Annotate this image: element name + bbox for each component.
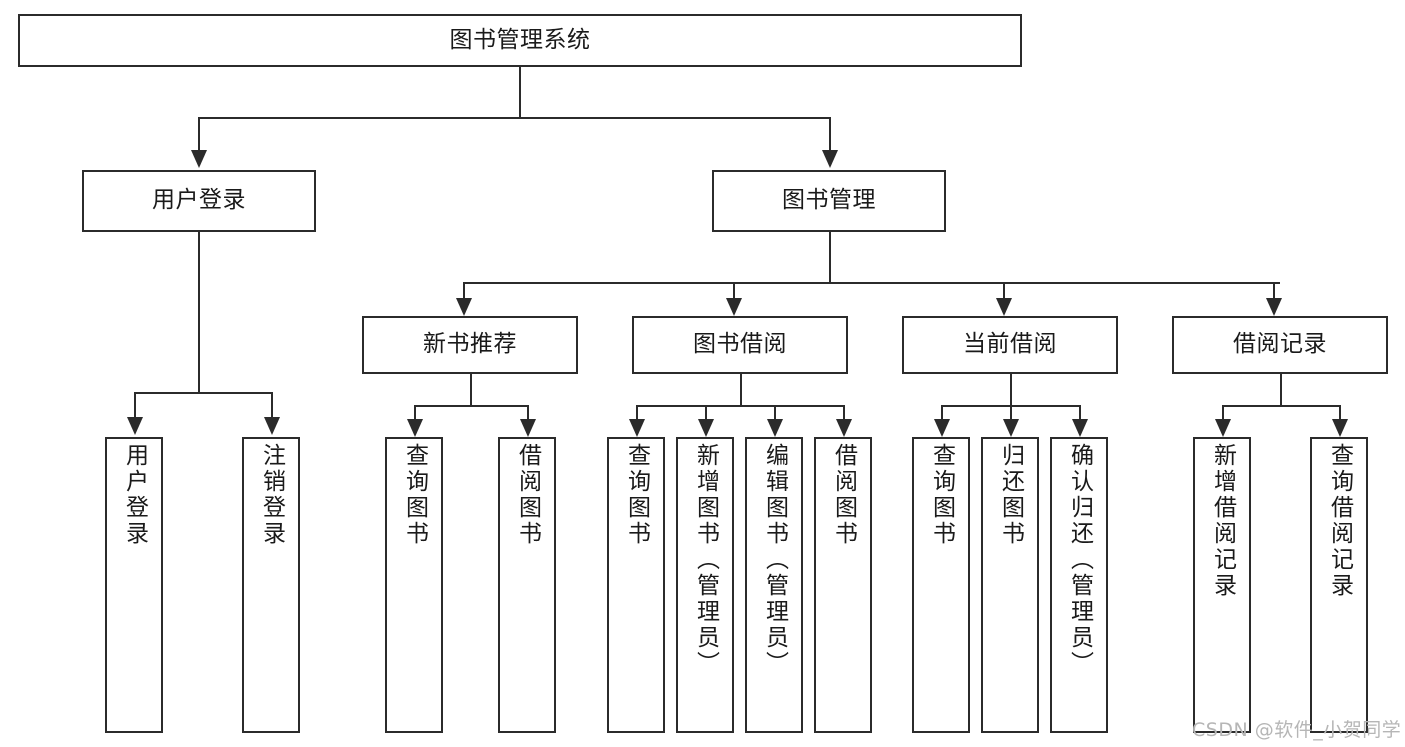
node-label: 查询图书 (928, 443, 955, 547)
node-label: 新书推荐 (423, 331, 517, 358)
leaf-query-books-current[interactable]: 查询图书 (912, 437, 970, 733)
arrow-icon-bm-current-borrow (996, 298, 1012, 316)
arrow-icon-root-to-book-management (822, 150, 838, 168)
edge-bm-to-new-book-rec (463, 282, 465, 298)
node-label: 查询借阅记录 (1326, 443, 1353, 599)
edge-book-borrow-bus (636, 405, 845, 407)
arrow-icon-bm-book-borrow (726, 298, 742, 316)
edge-root-to-user-login (198, 117, 200, 150)
edge-bb-leaf-2 (705, 405, 707, 419)
node-label: 查询图书 (401, 443, 428, 547)
edge-bm-to-borrow-record (1273, 282, 1275, 298)
node-user-login[interactable]: 用户登录 (82, 170, 316, 232)
node-label: 新增图书（管理员） (692, 443, 719, 677)
edge-bm-to-book-borrow (733, 282, 735, 298)
leaf-logout[interactable]: 注销登录 (242, 437, 300, 733)
node-label: 注销登录 (258, 443, 285, 547)
edge-book-management-bus (463, 282, 1280, 284)
arrow-icon-bb-leaf-1 (629, 419, 645, 437)
node-borrow-record[interactable]: 借阅记录 (1172, 316, 1388, 374)
node-label: 归还图书 (997, 443, 1024, 547)
edge-root-to-book-management (829, 117, 831, 150)
edge-borrow-record-bus (1222, 405, 1340, 407)
arrow-icon-br-leaf-2 (1332, 419, 1348, 437)
leaf-query-borrow-record[interactable]: 查询借阅记录 (1310, 437, 1368, 733)
node-book-management[interactable]: 图书管理 (712, 170, 946, 232)
node-label: 查询图书 (623, 443, 650, 547)
arrow-icon-br-leaf-1 (1215, 419, 1231, 437)
leaf-query-books-recommend[interactable]: 查询图书 (385, 437, 443, 733)
arrow-icon-bm-borrow-record (1266, 298, 1282, 316)
edge-cb-leaf-2 (1010, 405, 1012, 419)
edge-nbr-leaf-2 (527, 405, 529, 419)
edge-current-borrow-stem (1010, 374, 1012, 405)
node-label: 借阅记录 (1233, 331, 1327, 358)
arrow-icon-nbr-leaf-2 (520, 419, 536, 437)
arrow-icon-cb-leaf-1 (934, 419, 950, 437)
edge-user-login-bus (134, 392, 272, 394)
node-label: 借阅图书 (830, 443, 857, 547)
node-book-borrow[interactable]: 图书借阅 (632, 316, 848, 374)
arrow-icon-cb-leaf-2 (1003, 419, 1019, 437)
leaf-confirm-return-admin[interactable]: 确认归还（管理员） (1050, 437, 1108, 733)
leaf-add-book-admin[interactable]: 新增图书（管理员） (676, 437, 734, 733)
edge-br-leaf-2 (1339, 405, 1341, 419)
node-label: 借阅图书 (514, 443, 541, 547)
arrow-icon-bm-new-book-rec (456, 298, 472, 316)
edge-cb-leaf-3 (1079, 405, 1081, 419)
edge-bb-leaf-4 (843, 405, 845, 419)
node-label: 新增借阅记录 (1209, 443, 1236, 599)
edge-nbr-leaf-1 (414, 405, 416, 419)
node-label: 用户登录 (121, 443, 148, 547)
arrow-icon-user-login-leaf-1 (127, 417, 143, 435)
arrow-icon-root-to-user-login (191, 150, 207, 168)
node-label: 当前借阅 (963, 331, 1057, 358)
edge-user-login-stem (198, 232, 200, 392)
edge-new-book-rec-stem (470, 374, 472, 405)
arrow-icon-cb-leaf-3 (1072, 419, 1088, 437)
edge-new-book-rec-bus (414, 405, 528, 407)
edge-root-bus (198, 117, 831, 119)
node-label: 图书管理 (782, 187, 876, 214)
node-root-book-management-system[interactable]: 图书管理系统 (18, 14, 1022, 67)
node-current-borrow[interactable]: 当前借阅 (902, 316, 1118, 374)
edge-borrow-record-stem (1280, 374, 1282, 405)
leaf-add-borrow-record[interactable]: 新增借阅记录 (1193, 437, 1251, 733)
arrow-icon-user-login-leaf-2 (264, 417, 280, 435)
edge-user-login-to-leaf-2 (271, 392, 273, 417)
node-label: 编辑图书（管理员） (761, 443, 788, 677)
edge-bm-to-current-borrow (1003, 282, 1005, 298)
edge-book-borrow-stem (740, 374, 742, 405)
edge-user-login-to-leaf-1 (134, 392, 136, 417)
node-new-book-recommend[interactable]: 新书推荐 (362, 316, 578, 374)
leaf-borrow-books-recommend[interactable]: 借阅图书 (498, 437, 556, 733)
node-label: 图书借阅 (693, 331, 787, 358)
leaf-query-books-borrow[interactable]: 查询图书 (607, 437, 665, 733)
node-label: 用户登录 (152, 187, 246, 214)
edge-cb-leaf-1 (941, 405, 943, 419)
arrow-icon-bb-leaf-4 (836, 419, 852, 437)
arrow-icon-bb-leaf-2 (698, 419, 714, 437)
node-label: 确认归还（管理员） (1066, 443, 1093, 677)
arrow-icon-nbr-leaf-1 (407, 419, 423, 437)
node-label: 图书管理系统 (449, 26, 591, 53)
edge-bb-leaf-3 (774, 405, 776, 419)
edge-root-stem (519, 67, 521, 117)
leaf-user-login[interactable]: 用户登录 (105, 437, 163, 733)
edge-br-leaf-1 (1222, 405, 1224, 419)
leaf-borrow-books[interactable]: 借阅图书 (814, 437, 872, 733)
leaf-return-books[interactable]: 归还图书 (981, 437, 1039, 733)
edge-book-management-stem (829, 232, 831, 282)
arrow-icon-bb-leaf-3 (767, 419, 783, 437)
leaf-edit-book-admin[interactable]: 编辑图书（管理员） (745, 437, 803, 733)
edge-bb-leaf-1 (636, 405, 638, 419)
